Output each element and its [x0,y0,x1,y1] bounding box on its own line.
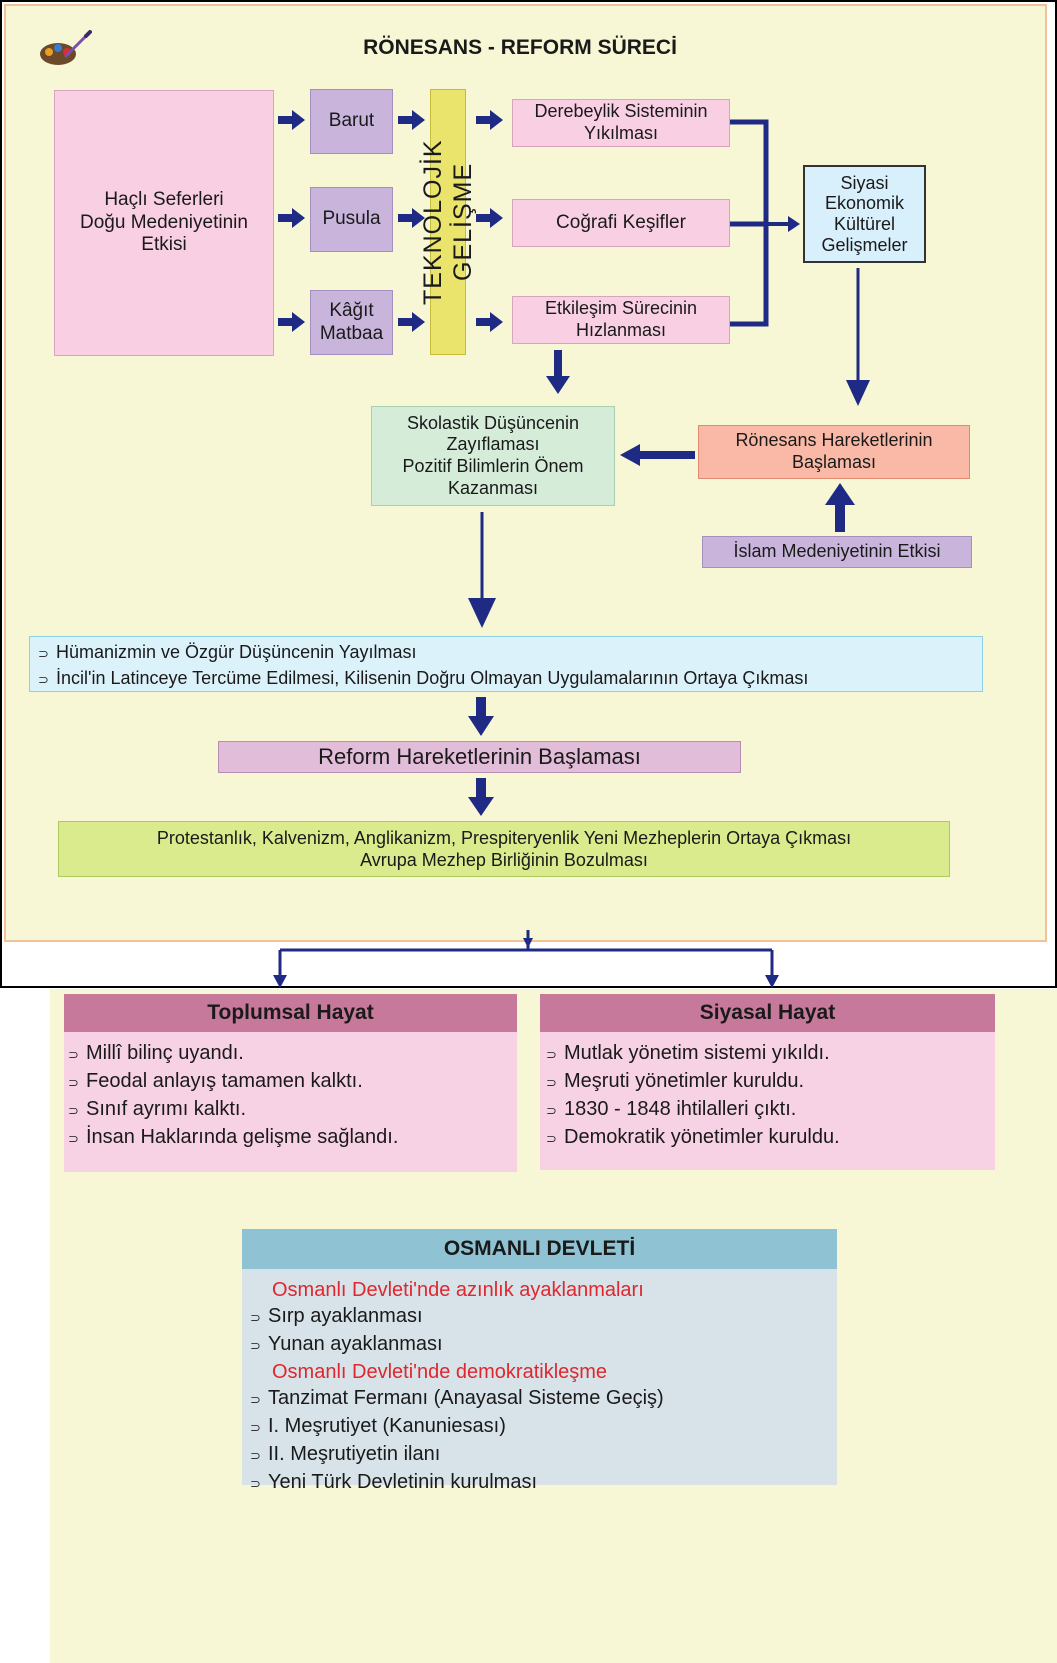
paper-press-box: Kâğıt Matbaa [310,290,393,355]
political-item: 1830 - 1848 ihtilalleri çıktı. [564,1098,797,1120]
list-item: ⊃ Sınıf ayrımı kalktı. [68,1096,517,1124]
bullet-icon: ⊃ [546,1103,557,1118]
humanism-item: Hümanizmin ve Özgür Düşüncenin Yayılması [56,642,417,662]
social-item: İnsan Haklarında gelişme sağlandı. [86,1126,399,1148]
political-economic-box: Siyasi Ekonomik Kültürel Gelişmeler [803,165,926,263]
gunpowder-box: Barut [310,89,393,154]
list-item: ⊃ Yeni Türk Devletinin kurulması [250,1469,837,1497]
social-life-body: ⊃ Millî bilinç uyandı. ⊃ Feodal anlayış ta… [64,1032,517,1172]
list-item: ⊃ İncil'in Latinceye Tercüme Edilmesi, Ki… [38,666,974,692]
renaissance-start-box: Rönesans Hareketlerinin Başlaması [698,425,970,479]
list-item: ⊃ Demokratik yönetimler kuruldu. [546,1124,995,1152]
bullet-icon: ⊃ [38,672,49,687]
crusades-box: Haçlı Seferleri Doğu Medeniyetinin Etkis… [54,90,274,356]
political-item: Demokratik yönetimler kuruldu. [564,1126,840,1148]
list-item: ⊃ II. Meşrutiyetin ilanı [250,1441,837,1469]
political-life-body: ⊃ Mutlak yönetim sistemi yıkıldı. ⊃ Meşrut… [540,1032,995,1170]
list-item: ⊃ Sırp ayaklanması [250,1303,837,1331]
bullet-icon: ⊃ [250,1476,261,1491]
social-life-header: Toplumsal Hayat [64,994,517,1032]
bullet-icon: ⊃ [68,1075,79,1090]
ottoman-item: I. Meşrutiyet (Kanuniesası) [268,1415,506,1437]
bullet-icon: ⊃ [546,1131,557,1146]
reform-start-box: Reform Hareketlerinin Başlaması [218,741,741,773]
interaction-acceleration-box: Etkileşim Sürecinin Hızlanması [512,296,730,344]
bullet-icon: ⊃ [68,1047,79,1062]
tech-development-label: TEKNOLOJİK GELİŞME [419,139,477,305]
ottoman-item: Yeni Türk Devletinin kurulması [268,1471,538,1493]
tech-development-bar: TEKNOLOJİK GELİŞME [419,89,477,355]
bullet-icon: ⊃ [68,1103,79,1118]
list-item: ⊃ I. Meşrutiyet (Kanuniesası) [250,1413,837,1441]
list-item: ⊃ Hümanizmin ve Özgür Düşüncenin Yayılmas… [38,640,974,666]
sects-box: Protestanlık, Kalvenizm, Anglikanizm, Pr… [58,821,950,877]
list-item: ⊃ Feodal anlayış tamamen kalktı. [68,1068,517,1096]
social-item: Sınıf ayrımı kalktı. [86,1098,247,1120]
bullet-icon: ⊃ [68,1131,79,1146]
list-item: ⊃ 1830 - 1848 ihtilalleri çıktı. [546,1096,995,1124]
list-item: ⊃ Tanzimat Fermanı (Anayasal Sisteme Geçi… [250,1385,837,1413]
bullet-icon: ⊃ [250,1448,261,1463]
ottoman-heading-minority: Osmanlı Devleti'nde azınlık ayaklanmalar… [272,1279,644,1301]
ottoman-item: Yunan ayaklanması [268,1333,443,1355]
ottoman-body: Osmanlı Devleti'nde azınlık ayaklanmalar… [242,1269,837,1493]
palette-icon [40,30,92,65]
list-item: ⊃ Meşruti yönetimler kuruldu. [546,1068,995,1096]
ottoman-item: Tanzimat Fermanı (Anayasal Sisteme Geçiş… [268,1387,664,1409]
feudalism-collapse-box: Derebeylik Sisteminin Yıkılması [512,99,730,147]
bullet-icon: ⊃ [250,1392,261,1407]
bullet-icon: ⊃ [250,1420,261,1435]
political-item: Mutlak yönetim sistemi yıkıldı. [564,1042,830,1064]
list-item: ⊃ Mutlak yönetim sistemi yıkıldı. [546,1040,995,1068]
list-item: ⊃ İnsan Haklarında gelişme sağlandı. [68,1124,517,1152]
list-item: ⊃ Yunan ayaklanması [250,1331,837,1359]
bullet-icon: ⊃ [250,1338,261,1353]
diagram-title: RÖNESANS - REFORM SÜRECİ [363,36,677,59]
compass-box: Pusula [310,187,393,252]
humanism-box: ⊃ Hümanizmin ve Özgür Düşüncenin Yayılmas… [29,636,983,692]
geographic-discoveries-box: Coğrafi Keşifler [512,199,730,247]
bullet-icon: ⊃ [546,1047,557,1062]
ottoman-item: II. Meşrutiyetin ilanı [268,1443,441,1465]
political-life-header: Siyasal Hayat [540,994,995,1032]
list-item: ⊃ Millî bilinç uyandı. [68,1040,517,1068]
bible-item: İncil'in Latinceye Tercüme Edilmesi, Kil… [56,668,809,688]
islamic-influence-box: İslam Medeniyetinin Etkisi [702,536,972,568]
scholastic-box: Skolastik Düşüncenin Zayıflaması Pozitif… [371,406,615,506]
political-item: Meşruti yönetimler kuruldu. [564,1070,805,1092]
ottoman-heading-democracy: Osmanlı Devleti'nde demokratikleşme [272,1361,608,1383]
ottoman-header: OSMANLI DEVLETİ [242,1229,837,1269]
ottoman-item: Sırp ayaklanması [268,1305,423,1327]
bullet-icon: ⊃ [38,646,49,661]
social-item: Millî bilinç uyandı. [86,1042,244,1064]
bullet-icon: ⊃ [250,1310,261,1325]
bullet-icon: ⊃ [546,1075,557,1090]
social-item: Feodal anlayış tamamen kalktı. [86,1070,363,1092]
